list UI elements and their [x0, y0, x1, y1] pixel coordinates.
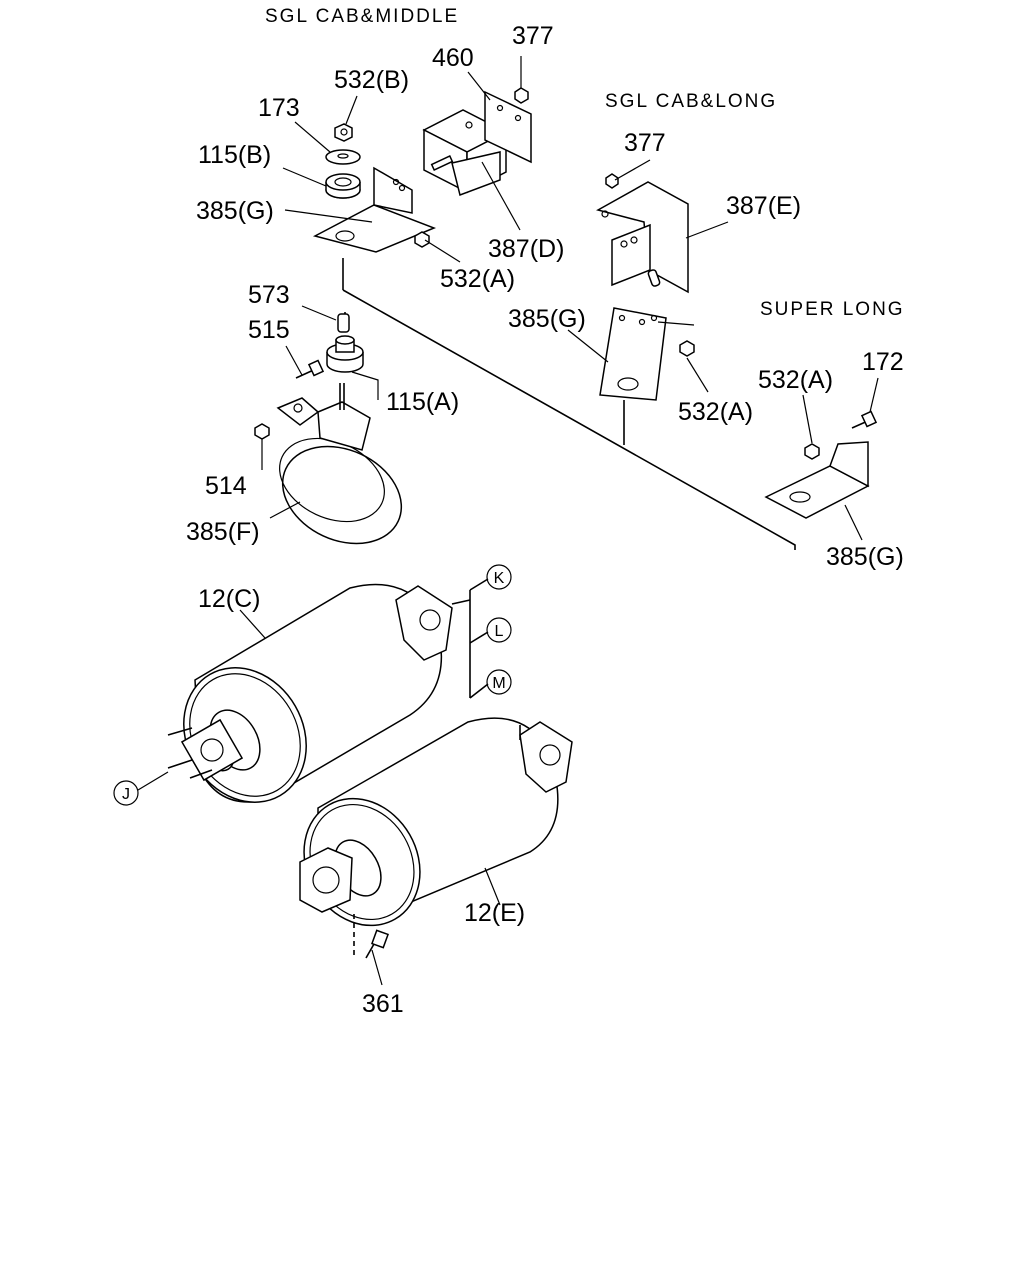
ref-j: J — [122, 786, 130, 803]
label-115a: 115(A) — [386, 388, 459, 416]
label-387e: 387(E) — [726, 192, 801, 220]
clamp-band-icon — [276, 383, 403, 545]
label-377: 377 — [512, 22, 554, 50]
leader-lines — [137, 56, 879, 986]
bracket-icon — [596, 181, 689, 294]
bracket-icon — [312, 166, 437, 253]
label-115b: 115(B) — [198, 141, 271, 169]
bolt-icon — [353, 914, 389, 959]
rubber-mount-icon — [326, 335, 364, 373]
label-387d: 387(D) — [488, 235, 564, 263]
label-532a-long: 532(A) — [678, 398, 753, 426]
label-532a-super: 532(A) — [758, 366, 833, 394]
bolt-icon — [851, 410, 878, 429]
label-173: 173 — [258, 94, 300, 122]
label-385g-top: 385(G) — [196, 197, 274, 225]
bracket-icon — [599, 307, 667, 401]
ref-l: L — [495, 623, 504, 640]
label-514: 514 — [205, 472, 247, 500]
section-sgl-cab-middle: SGL CAB&MIDDLE — [265, 6, 459, 27]
reference-circle-icon: K — [486, 564, 512, 590]
label-532a-top: 532(A) — [440, 265, 515, 293]
reference-lines — [469, 578, 489, 699]
label-515: 515 — [248, 316, 290, 344]
bolt-icon — [295, 359, 325, 379]
section-super-long: SUPER LONG — [760, 299, 905, 320]
label-361: 361 — [362, 990, 404, 1018]
nut-icon — [334, 123, 353, 142]
ref-m: M — [492, 675, 505, 692]
muffler-icon — [167, 583, 471, 803]
bracket-icon — [422, 90, 532, 196]
label-385f: 385(F) — [186, 518, 260, 546]
label-460: 460 — [432, 44, 474, 72]
nut-icon — [679, 340, 695, 357]
nut-icon — [414, 231, 430, 248]
nut-icon — [804, 443, 820, 460]
label-12c: 12(C) — [198, 585, 261, 613]
nut-icon — [254, 423, 270, 440]
reference-circle-icon: L — [486, 617, 512, 643]
bracket-icon — [764, 441, 870, 519]
sleeve-icon — [337, 313, 350, 333]
reference-circle-icon: M — [486, 669, 512, 695]
label-385g-super: 385(G) — [826, 543, 904, 571]
label-532b: 532(B) — [334, 66, 409, 94]
label-377-long: 377 — [624, 129, 666, 157]
rubber-mount-icon — [325, 173, 361, 199]
section-sgl-cab-long: SGL CAB&LONG — [605, 91, 777, 112]
label-12e: 12(E) — [464, 899, 525, 927]
reference-circle-icon: J — [113, 780, 139, 806]
nut-icon — [605, 173, 619, 189]
nut-icon — [514, 87, 529, 104]
label-573: 573 — [248, 281, 290, 309]
label-385g-long: 385(G) — [508, 305, 586, 333]
ref-k: K — [494, 570, 505, 587]
muffler-icon — [299, 717, 573, 927]
washer-icon — [325, 149, 361, 165]
label-172: 172 — [862, 348, 904, 376]
